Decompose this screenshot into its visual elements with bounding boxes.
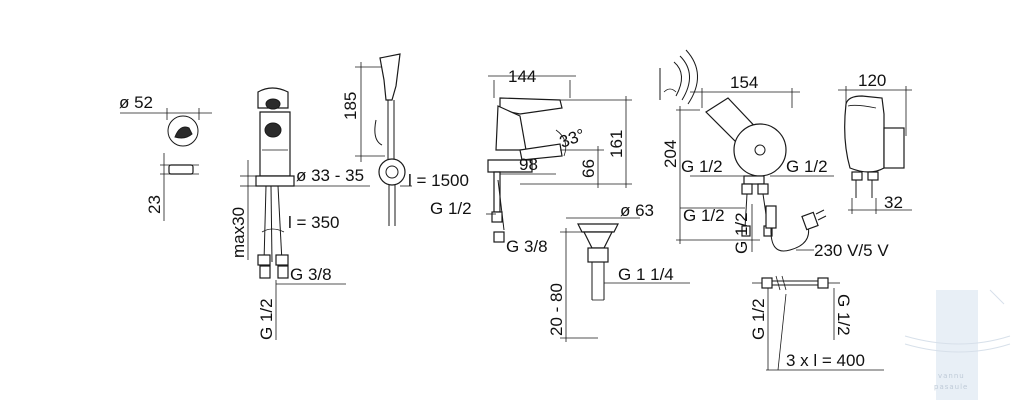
- label-g12-hose-right: G 1/2: [834, 294, 853, 336]
- label-g12-lower: G 1/2: [683, 206, 725, 225]
- label-max30: max30: [229, 207, 248, 258]
- label-g12-mid: G 1/2: [430, 199, 472, 218]
- label-angle-33: 33°: [557, 125, 588, 152]
- label-g12-inlet-right: G 1/2: [786, 157, 828, 176]
- label-reach-98: 98: [519, 155, 538, 174]
- label-height-204: 204: [661, 140, 680, 168]
- waste-valve: [560, 217, 690, 342]
- label-g-1-1-4: G 1 1/4: [618, 265, 674, 284]
- label-g38-mid: G 3/8: [506, 237, 548, 256]
- side-view-mixer: [838, 86, 912, 214]
- label-hose-3x400: 3 x l = 400: [786, 351, 865, 370]
- label-height-20-80: 20 - 80: [547, 283, 566, 336]
- label-width-120: 120: [858, 71, 886, 90]
- svg-text:pasaule: pasaule: [934, 383, 968, 391]
- label-hose-1500: l = 1500: [408, 171, 469, 190]
- label-g12-hose-left: G 1/2: [749, 298, 768, 340]
- basin-mixer-left: [240, 87, 370, 340]
- label-height-66: 66: [579, 159, 598, 178]
- electronic-mixer: [659, 49, 834, 252]
- label-voltage: 230 V/5 V: [814, 241, 889, 260]
- aerator-detail: [120, 108, 212, 221]
- label-dia-52: ø 52: [119, 93, 153, 112]
- label-height-23: 23: [145, 195, 164, 214]
- label-height-161: 161: [607, 130, 626, 158]
- label-g12-left: G 1/2: [257, 298, 276, 340]
- basin-mixer-middle: [486, 75, 632, 243]
- label-dia-63: ø 63: [620, 201, 654, 220]
- label-width-32: 32: [884, 193, 903, 212]
- watermark-text: vannu: [938, 372, 965, 380]
- hand-shower: [355, 53, 412, 226]
- label-width-144: 144: [508, 67, 536, 86]
- watermark-logo: vannu pasaule: [904, 289, 1011, 400]
- label-g38-left: G 3/8: [290, 265, 332, 284]
- label-width-154: 154: [730, 73, 758, 92]
- connection-hose: [752, 275, 884, 371]
- label-dia-33-35: ø 33 - 35: [296, 166, 364, 185]
- label-g12-vertical: G 1/2: [732, 212, 751, 254]
- label-hose-350: l = 350: [288, 213, 340, 232]
- label-height-185: 185: [341, 92, 360, 120]
- label-g12-inlet-left: G 1/2: [681, 157, 723, 176]
